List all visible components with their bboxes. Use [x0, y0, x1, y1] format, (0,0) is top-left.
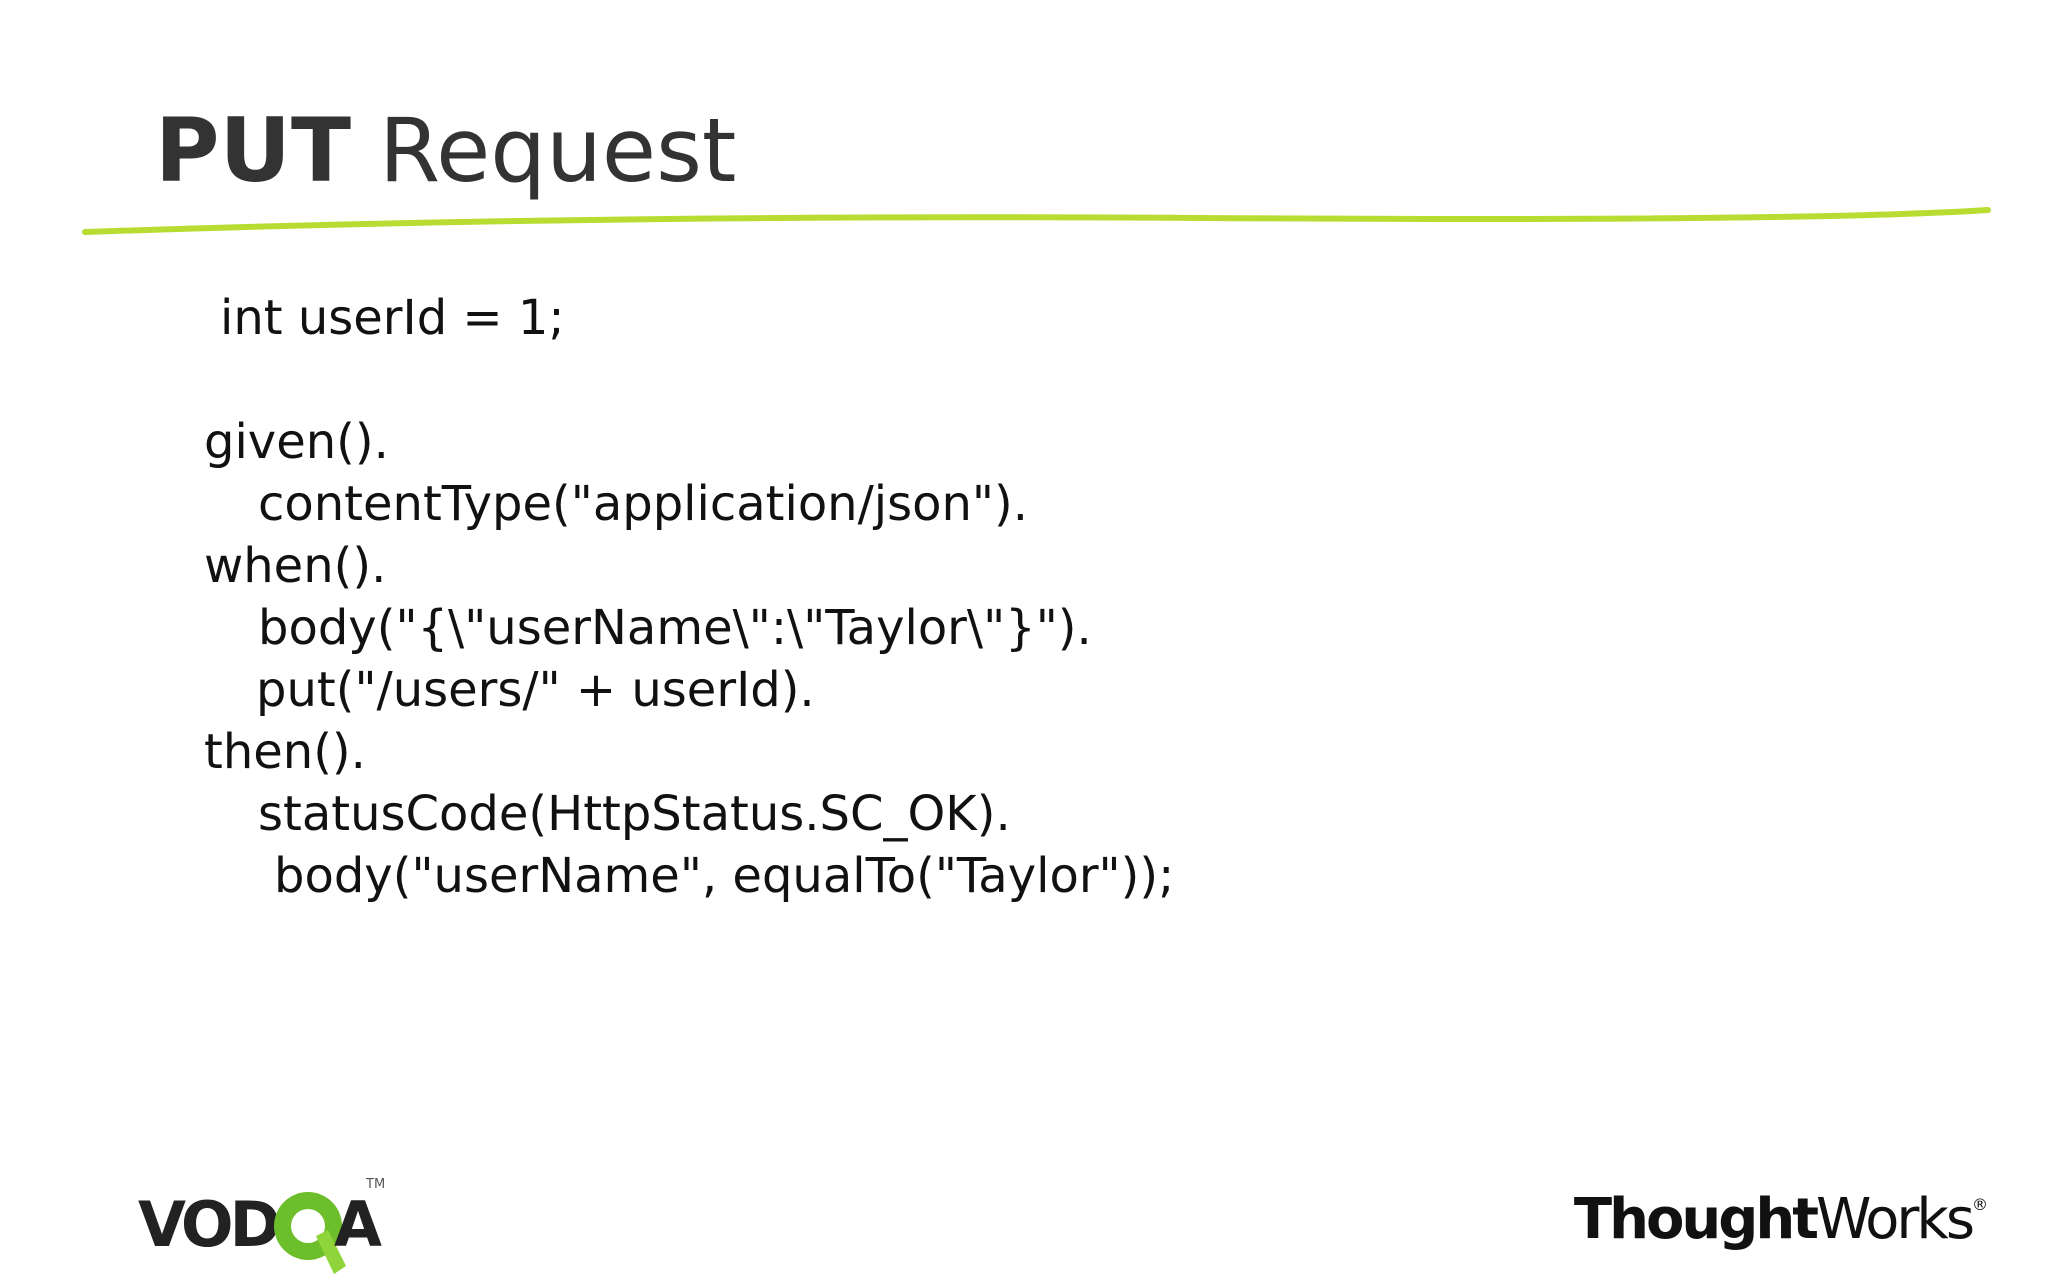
thoughtworks-bold: Thought — [1573, 1187, 1819, 1252]
title-underline — [82, 207, 1991, 235]
vodqa-q-tail — [316, 1230, 346, 1274]
code-line: body("{\"userName\":\"Taylor\"}"). — [258, 600, 1092, 656]
code-line: put("/users/" + userId). — [256, 662, 815, 718]
code-line: when(). — [204, 538, 387, 594]
vodqa-logo-text-right: A — [334, 1188, 382, 1261]
code-line: contentType("application/json"). — [258, 476, 1028, 532]
code-line: body("userName", equalTo("Taylor")); — [274, 848, 1175, 904]
thoughtworks-regular: Works — [1816, 1187, 1975, 1252]
vodqa-logo-text-left: VOD — [138, 1188, 279, 1261]
slide-title: PUT Request — [155, 96, 736, 206]
vodqa-logo: VOD A TM — [138, 1177, 385, 1274]
vodqa-q-inner — [291, 1209, 325, 1243]
code-line: int userId = 1; — [220, 290, 565, 346]
code-line: statusCode(HttpStatus.SC_OK). — [258, 786, 1011, 842]
vodqa-tm: TM — [365, 1177, 385, 1192]
code-line: given(). — [204, 414, 389, 470]
title-bold-part: PUT — [155, 99, 351, 202]
registered-mark: ® — [1972, 1195, 1988, 1214]
title-regular-part: Request — [378, 99, 737, 202]
code-line: then(). — [204, 724, 366, 780]
thoughtworks-logo: ThoughtWorks® — [1574, 1170, 1988, 1255]
